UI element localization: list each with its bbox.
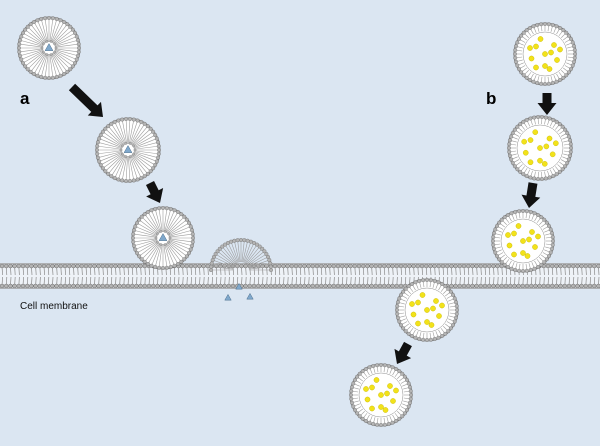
- lipid-droplet-icon: [505, 232, 511, 238]
- liposome-b-2: [507, 115, 574, 181]
- lipid-droplet-icon: [537, 157, 543, 164]
- micelle-a-2: [94, 117, 161, 183]
- lipid-droplet-icon: [522, 149, 529, 156]
- triangle-molecule-icon: [246, 292, 254, 300]
- liposome-b-1: [513, 22, 578, 86]
- triangle-molecule-icon: [224, 293, 232, 301]
- lipid-droplet-icon: [369, 405, 375, 412]
- arrow-icon: [68, 83, 103, 117]
- lipid-droplet-icon: [542, 63, 548, 69]
- lipid-droplet-icon: [553, 140, 559, 147]
- diagram-objects: [17, 16, 578, 428]
- lipid-droplet-icon: [387, 383, 393, 389]
- liposome-b-released: [349, 363, 414, 428]
- arrow-icon: [521, 182, 541, 208]
- triangle-molecule-icon: [123, 145, 133, 153]
- lipid-droplet-icon: [511, 230, 517, 237]
- liposome-b-fusing: [491, 208, 556, 274]
- lipid-droplet-icon: [535, 233, 541, 240]
- lipid-droplet-icon: [378, 404, 384, 410]
- lipid-droplet-icon: [549, 151, 556, 158]
- arrow-icon: [537, 93, 557, 115]
- arrow-icon: [394, 341, 412, 364]
- lipid-droplet-icon: [378, 392, 384, 398]
- lipid-droplet-icon: [537, 145, 543, 151]
- liposome-b-crossing: [395, 278, 460, 343]
- lipid-droplet-icon: [527, 137, 534, 143]
- lipid-droplet-icon: [415, 299, 421, 306]
- lipid-droplet-icon: [428, 322, 435, 328]
- lipid-droplet-icon: [546, 135, 553, 142]
- lipid-droplet-icon: [533, 43, 539, 50]
- lipid-droplet-icon: [541, 161, 548, 167]
- cell-membrane: [0, 263, 600, 289]
- micelle-a-1: [17, 16, 81, 80]
- lipid-droplet-icon: [527, 45, 533, 51]
- cell-membrane-label: Cell membrane: [20, 301, 88, 312]
- lipid-droplet-icon: [533, 64, 539, 71]
- lipid-droplet-icon: [520, 238, 526, 244]
- panel-label-a: a: [20, 89, 30, 108]
- lipid-droplet-icon: [409, 301, 415, 307]
- lipid-droplet-icon: [424, 319, 430, 325]
- lipid-droplet-icon: [543, 143, 550, 150]
- lipid-droplet-icon: [548, 49, 554, 56]
- lipid-droplet-icon: [524, 253, 531, 259]
- lipid-droplet-icon: [390, 398, 396, 404]
- lipid-droplet-icon: [373, 377, 380, 383]
- lipid-droplet-icon: [369, 384, 375, 391]
- lipid-droplet-icon: [537, 36, 544, 42]
- arrows: [68, 83, 557, 364]
- lipid-droplet-icon: [436, 313, 442, 319]
- triangle-molecule-icon: [158, 233, 168, 241]
- triangle-molecule-icon: [44, 43, 54, 51]
- micelle-a-fusing: [130, 205, 195, 271]
- lipid-droplet-icon: [382, 407, 389, 413]
- lipid-droplet-icon: [384, 390, 390, 397]
- lipid-droplet-icon: [430, 305, 436, 312]
- micelle-fused-dome: [208, 237, 274, 273]
- lipid-droplet-icon: [415, 320, 421, 327]
- panel-label-b: b: [486, 89, 496, 108]
- lipid-droplet-icon: [528, 55, 535, 62]
- lipid-droplet-icon: [419, 292, 426, 298]
- lipid-droplet-icon: [532, 244, 538, 250]
- lipid-droplet-icon: [424, 307, 430, 313]
- lipid-droplet-icon: [554, 57, 560, 63]
- lipid-droplet-icon: [410, 311, 417, 318]
- lipid-droplet-icon: [433, 298, 439, 304]
- lipid-droplet-icon: [515, 223, 522, 229]
- lipid-droplet-icon: [506, 242, 513, 249]
- lipid-droplet-icon: [557, 46, 563, 53]
- lipid-droplet-icon: [520, 250, 526, 256]
- lipid-droplet-icon: [511, 251, 517, 258]
- lipid-droplet-icon: [532, 129, 539, 135]
- lipid-droplet-icon: [542, 51, 548, 57]
- triangle-molecule-icon: [235, 282, 243, 290]
- lipid-droplet-icon: [546, 66, 553, 72]
- lipid-droplet-icon: [439, 302, 445, 309]
- arrow-icon: [145, 180, 164, 203]
- lipid-droplet-icon: [527, 159, 534, 166]
- lipid-droplet-icon: [393, 387, 399, 394]
- lipid-droplet-icon: [526, 236, 532, 243]
- lipid-droplet-icon: [551, 42, 557, 48]
- lipid-droplet-icon: [529, 229, 535, 235]
- lipid-droplet-icon: [364, 396, 371, 403]
- lipid-droplet-icon: [521, 138, 527, 145]
- lipid-droplet-icon: [363, 386, 369, 392]
